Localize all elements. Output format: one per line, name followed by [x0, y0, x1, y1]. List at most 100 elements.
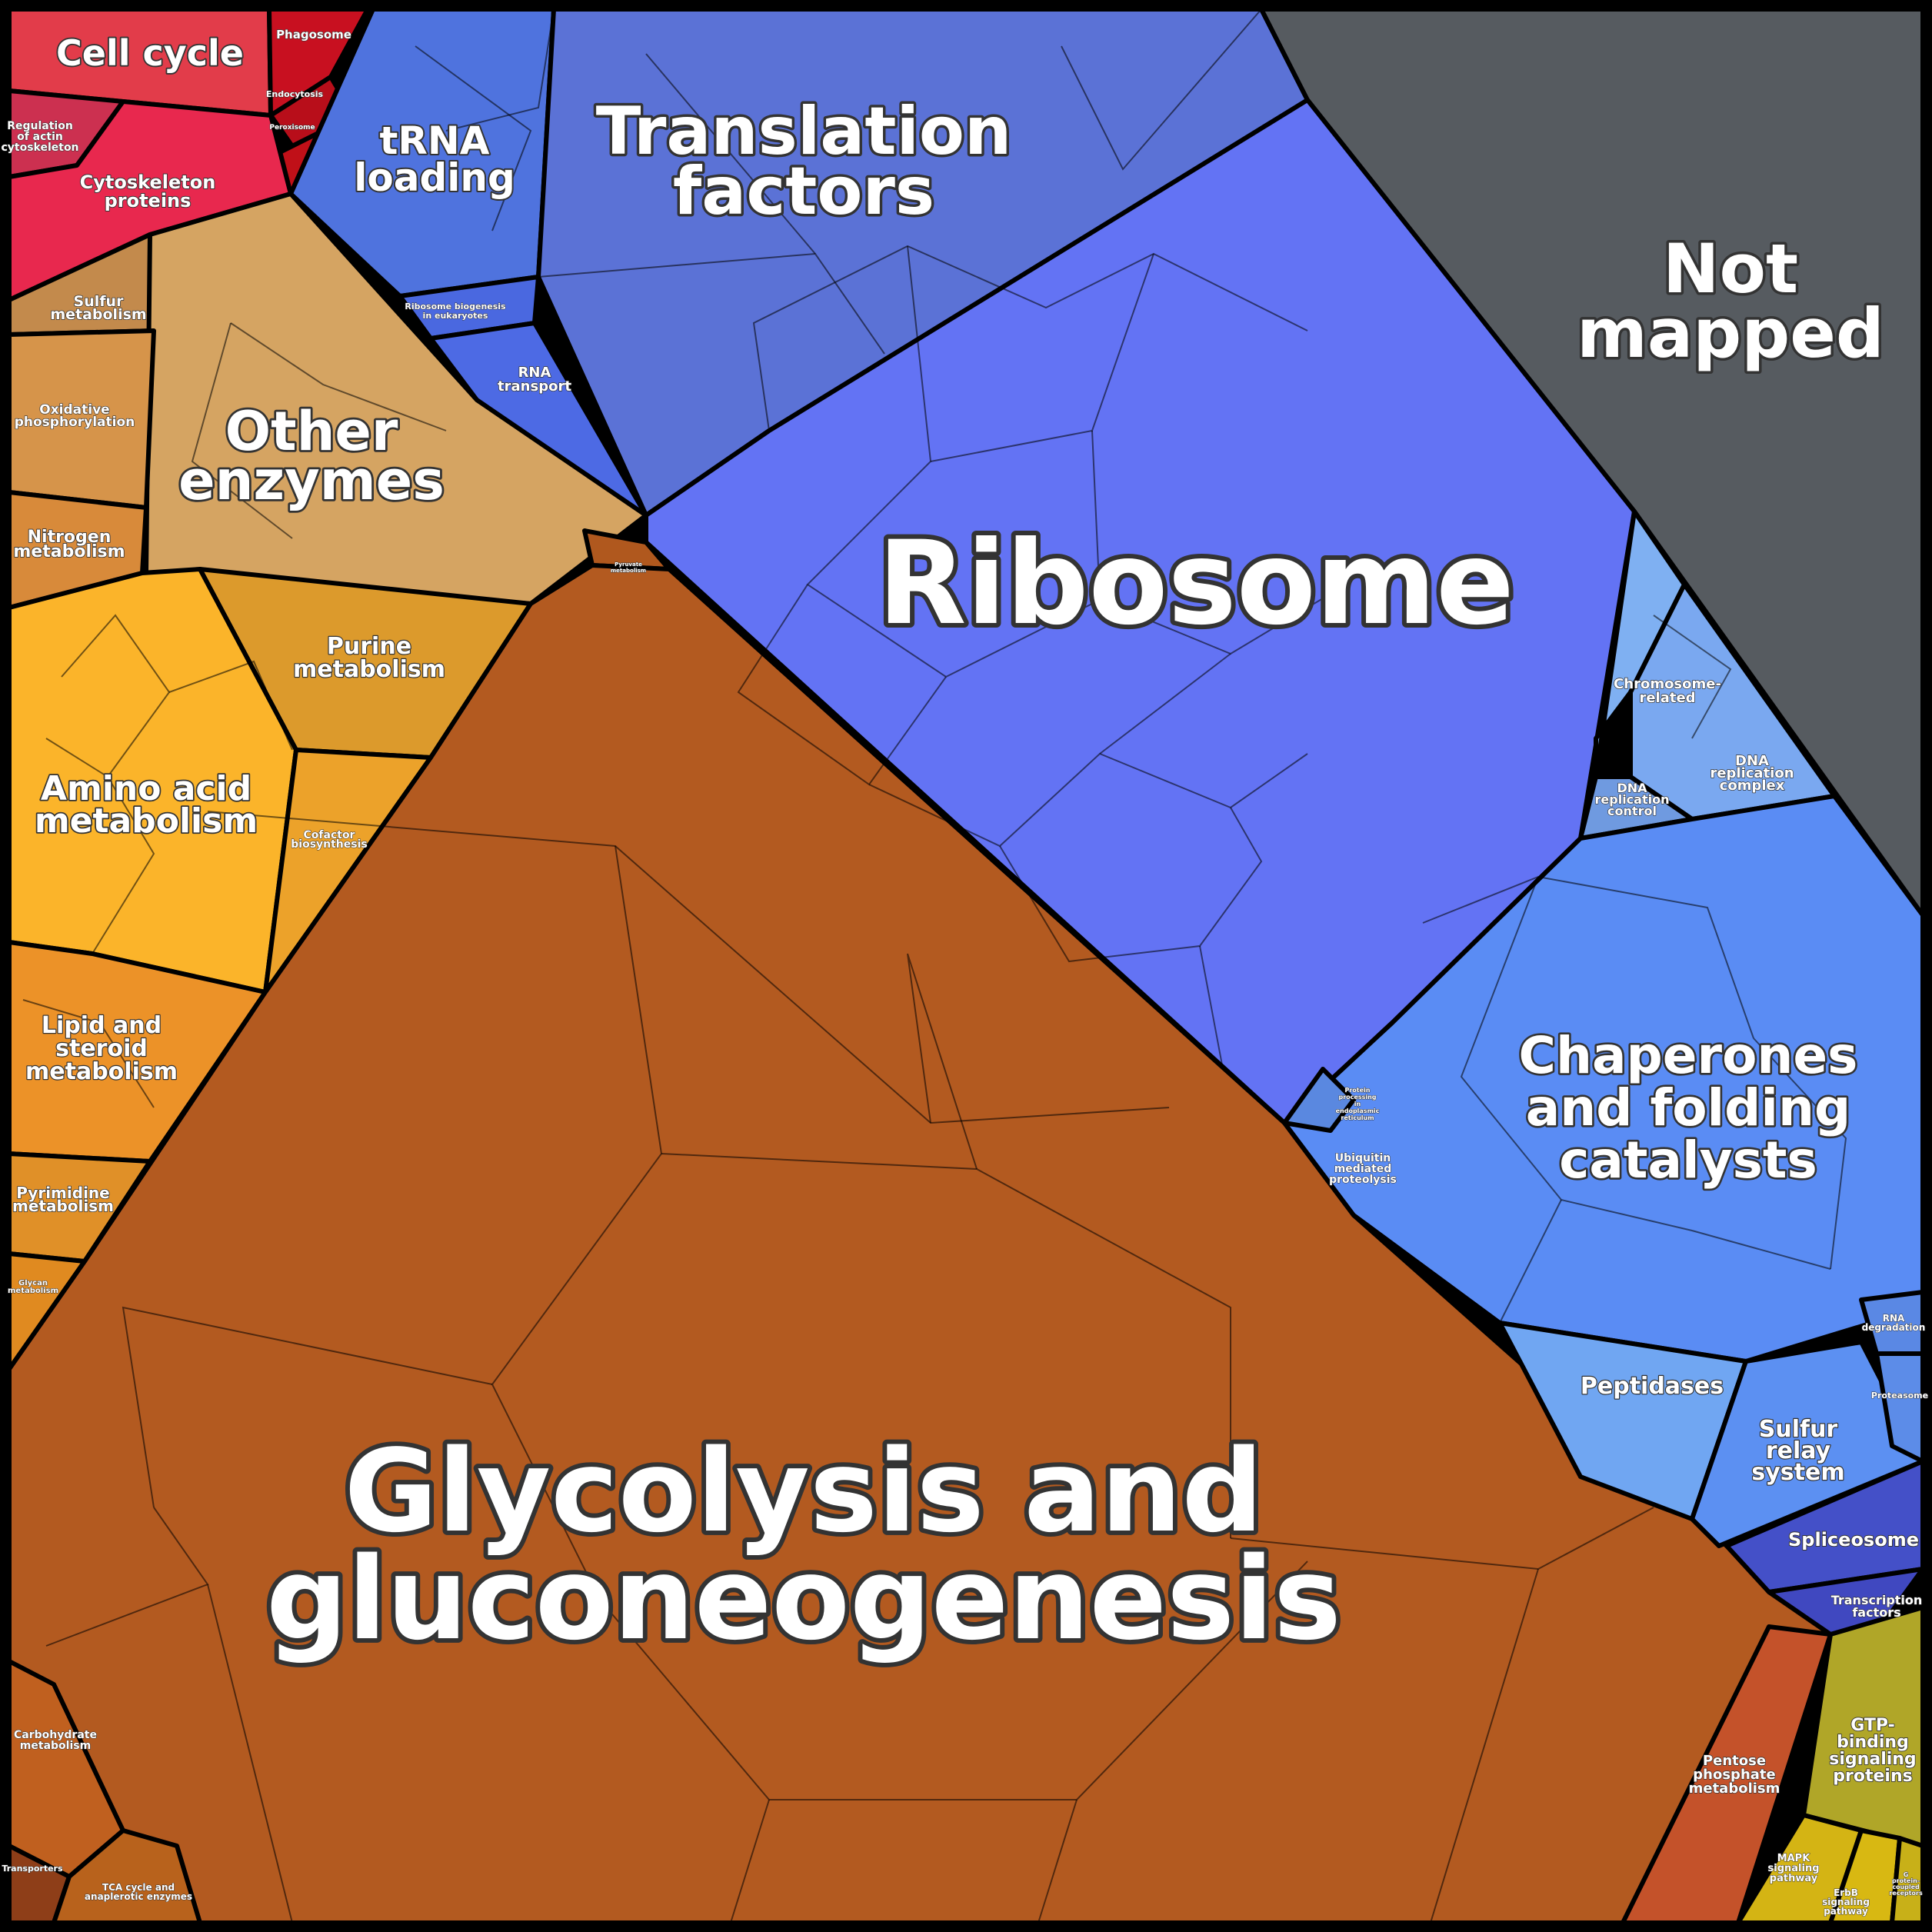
label-mapk-line: MAPK — [1777, 1853, 1811, 1864]
label-ribosome-biogenesis-line: in eukaryotes — [423, 311, 488, 321]
label-cofactor-biosynthesis-line: biosynthesis — [291, 838, 367, 851]
label-peptidases: Peptidases — [1581, 1373, 1724, 1400]
label-protein-processing-line: Protein — [1345, 1087, 1371, 1094]
label-gtp-binding-line: signaling — [1829, 1750, 1916, 1769]
cell-boundary — [1653, 615, 1732, 739]
cell-boundary — [1199, 945, 1224, 1070]
label-gtp-binding-line: proteins — [1833, 1767, 1912, 1786]
label-g-protein-line: receptors — [1889, 1890, 1923, 1897]
region-not-mapped[interactable] — [1259, 7, 1925, 918]
label-endocytosis-line: Endocytosis — [266, 89, 324, 99]
label-g-protein-line: protein- — [1892, 1877, 1920, 1884]
region-g-protein[interactable] — [1890, 1836, 1925, 1925]
label-mapk-line: signaling — [1768, 1863, 1820, 1874]
label-g-protein-line: coupled — [1892, 1884, 1920, 1890]
label-endocytosis: Endocytosis — [266, 89, 324, 99]
label-pyruvate-metabolism-line: metabolism — [611, 568, 646, 574]
label-translation-factors-line: factors — [673, 153, 934, 230]
label-pentose-phosphate-line: Pentose — [1703, 1753, 1766, 1769]
label-chromosome-related: Chromosome-related — [1614, 676, 1721, 706]
label-gtp-binding-line: GTP- — [1850, 1716, 1895, 1735]
cell-boundary — [730, 1799, 770, 1924]
label-carbohydrate-metabolism-line: Carbohydrate — [14, 1729, 97, 1741]
label-not-mapped-line: mapped — [1577, 294, 1884, 373]
label-ribosome-line: Ribosome — [878, 517, 1514, 651]
label-lipid-steroid-line: metabolism — [25, 1058, 178, 1085]
cell-boundary — [92, 776, 155, 954]
label-dna-replication-complex-line: replication — [1710, 765, 1794, 781]
label-chromosome-related-line: related — [1639, 690, 1695, 706]
cell-boundary — [752, 245, 1308, 431]
label-sulfur-relay-line: Sulfur — [1759, 1416, 1838, 1443]
label-carbohydrate-metabolism-line: metabolism — [20, 1740, 91, 1752]
label-cytoskeleton-line: proteins — [105, 190, 192, 212]
label-sulfur-metabolism-line: Sulfur — [74, 293, 125, 310]
label-pentose-phosphate-line: phosphate — [1693, 1767, 1775, 1783]
label-pentose-phosphate-line: metabolism — [1689, 1780, 1780, 1797]
label-trna-loading-line: loading — [354, 155, 515, 200]
label-transporters: Transporters — [2, 1864, 63, 1874]
region-tca-cycle[interactable] — [52, 1828, 202, 1925]
label-regulation-actin-line: of actin — [17, 131, 63, 143]
label-ubiquitin-proteolysis-line: proteolysis — [1329, 1174, 1397, 1186]
label-protein-processing-line: in — [1354, 1101, 1361, 1108]
label-g-protein-line: G — [1904, 1871, 1909, 1878]
label-sulfur-relay-line: system — [1751, 1459, 1844, 1486]
cell-boundary — [661, 1153, 1231, 1538]
label-rna-transport-line: RNA — [518, 365, 551, 381]
label-erbb-line: pathway — [1824, 1906, 1868, 1917]
label-other-enzymes-line: Other — [225, 400, 398, 463]
cell-boundary — [737, 584, 947, 786]
region-protein-processing[interactable] — [1282, 1067, 1356, 1133]
label-glycolysis-line: gluconeogenesis — [266, 1533, 1341, 1665]
label-protein-processing-line: reticulum — [1341, 1114, 1374, 1121]
label-dna-replication-control-line: DNA — [1617, 781, 1647, 795]
label-protein-processing-line: processing — [1338, 1094, 1376, 1101]
label-transporters-line: Transporters — [2, 1864, 63, 1874]
label-not-mapped-line: Not — [1663, 229, 1798, 308]
label-ubiquitin-proteolysis-line: Ubiquitin — [1335, 1152, 1391, 1164]
label-chromosome-related-line: Chromosome- — [1614, 676, 1721, 692]
label-rna-degradation-line: RNA — [1883, 1313, 1905, 1324]
label-erbb-line: signaling — [1822, 1897, 1870, 1907]
label-purine-metabolism-line: Purine — [327, 633, 411, 660]
label-nitrogen-metabolism-line: metabolism — [13, 542, 125, 561]
label-lipid-steroid-line: steroid — [55, 1035, 148, 1062]
label-peroxisome: Peroxisome — [269, 124, 315, 132]
label-pyrimidine-metabolism-line: metabolism — [12, 1197, 114, 1215]
label-proteasome-line: Proteasome — [1871, 1391, 1928, 1401]
cell-boundary — [230, 322, 447, 431]
label-ubiquitin-proteolysis-line: mediated — [1334, 1163, 1392, 1175]
cell-boundary — [45, 614, 171, 778]
cell-boundary — [1038, 1799, 1078, 1924]
label-pyruvate-metabolism-line: Pyruvate — [615, 561, 642, 568]
label-cell-cycle-line: Cell cycle — [56, 32, 244, 74]
region-chromosome-related[interactable] — [1594, 509, 1687, 779]
label-cytoskeleton-line: Cytoskeleton — [80, 172, 216, 193]
label-chaperones-line: and folding — [1526, 1078, 1851, 1138]
cell-boundary — [445, 8, 555, 132]
label-amino-acid-metabolism-line: metabolism — [35, 801, 258, 841]
label-peptidases-line: Peptidases — [1581, 1373, 1724, 1400]
label-protein-processing-line: endoplasmic — [1336, 1108, 1380, 1114]
